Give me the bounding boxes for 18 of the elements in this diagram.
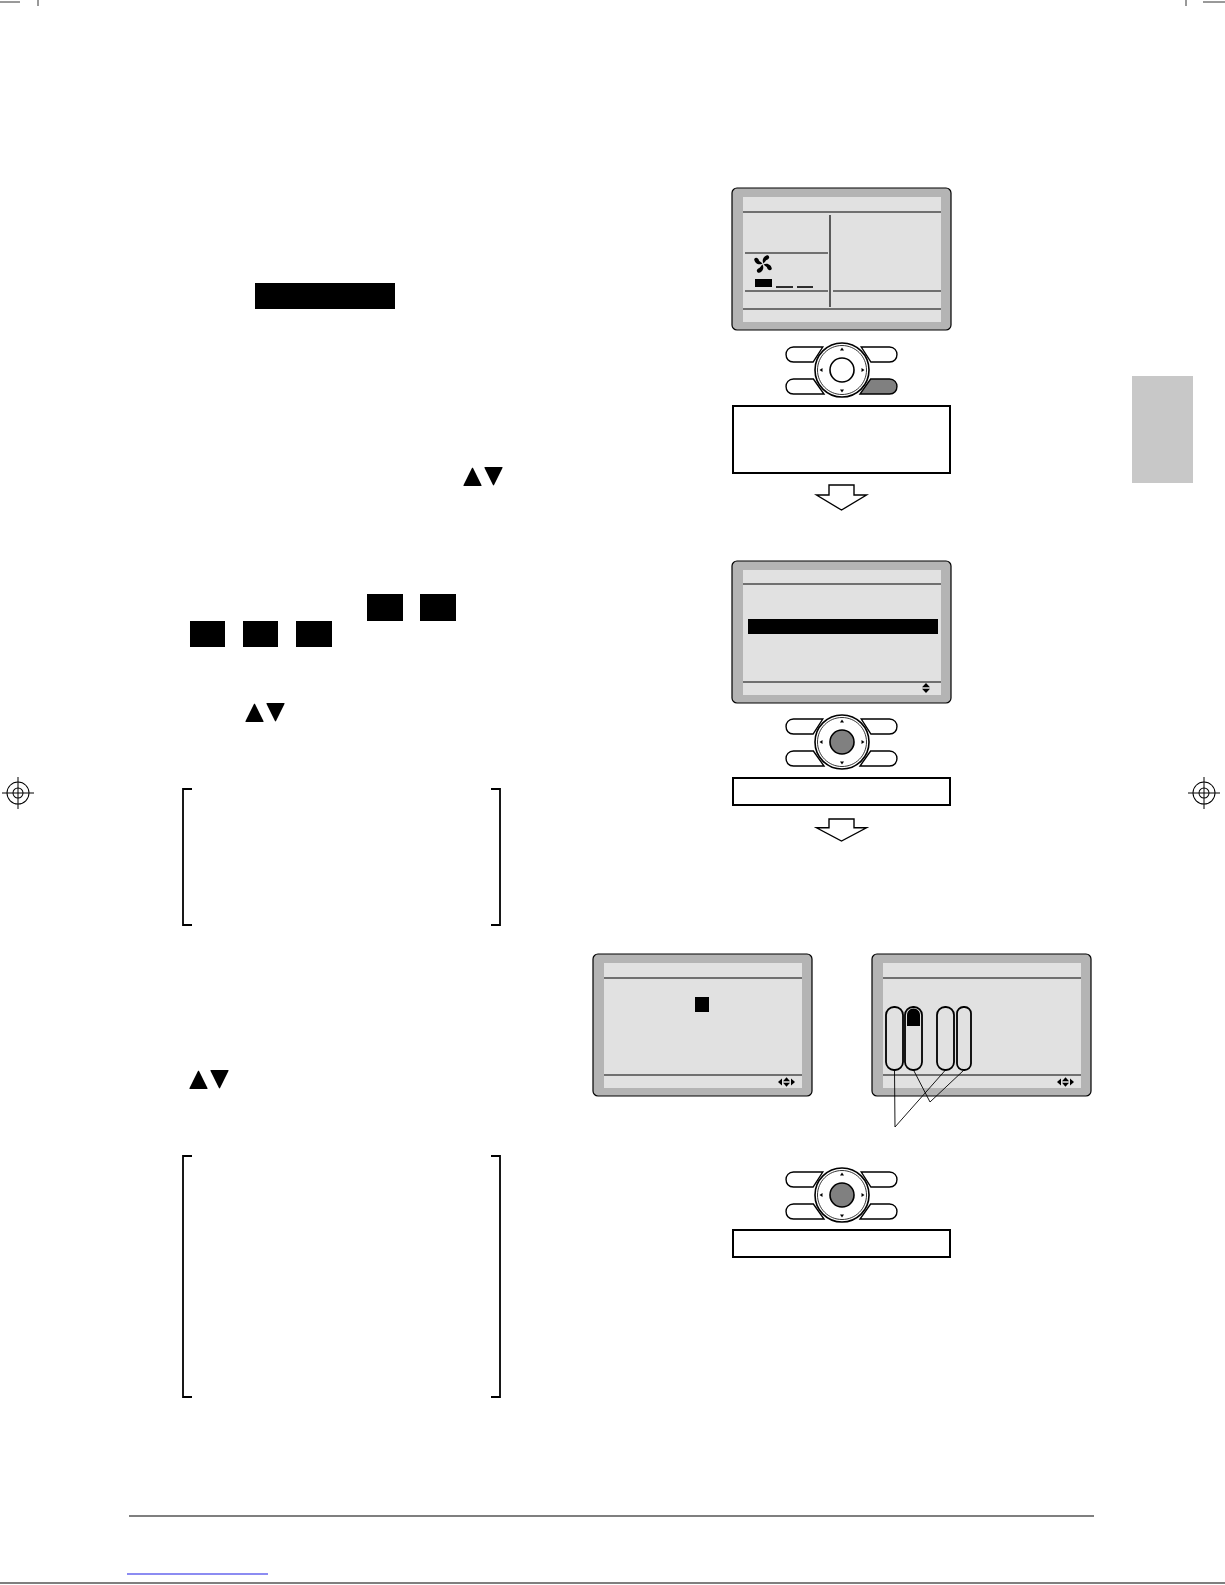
digit-slot bbox=[885, 1006, 904, 1071]
arrow bbox=[813, 818, 870, 842]
leader-line bbox=[929, 1069, 965, 1103]
display-screen bbox=[731, 187, 952, 331]
leader-line bbox=[894, 1069, 896, 1128]
leader-line bbox=[913, 1069, 931, 1103]
side-tab bbox=[1132, 376, 1193, 483]
digit-slot bbox=[904, 1006, 923, 1071]
label-tile bbox=[255, 283, 395, 309]
arrow bbox=[813, 484, 870, 511]
text-box bbox=[732, 405, 951, 474]
display-screen bbox=[592, 953, 813, 1097]
leader-line bbox=[894, 1069, 946, 1128]
display-screen bbox=[731, 560, 952, 704]
digit-slot bbox=[956, 1006, 972, 1071]
text-box bbox=[732, 1229, 951, 1258]
text-box bbox=[732, 777, 951, 806]
digit-slot bbox=[936, 1006, 955, 1071]
